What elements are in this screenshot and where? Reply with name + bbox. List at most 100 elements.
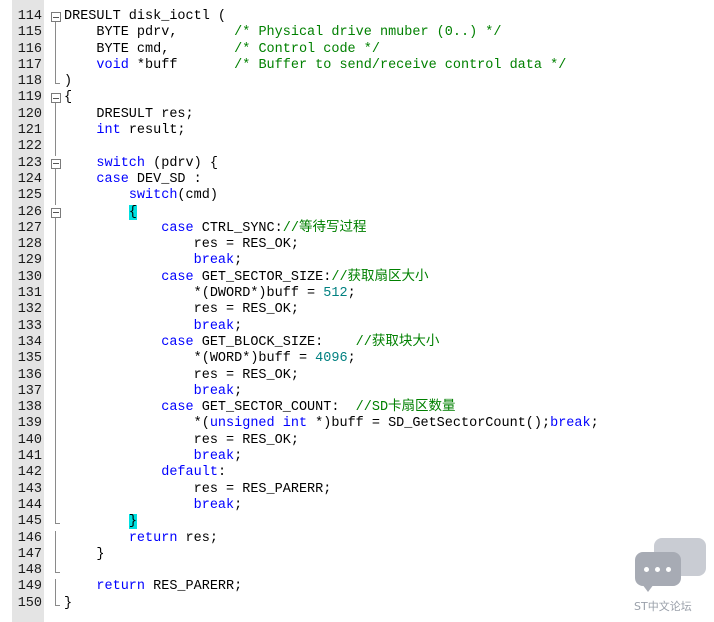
code-line[interactable]: 124 case DEV_SD : <box>12 171 702 189</box>
code-token: *(DWORD*)buff = <box>64 286 324 302</box>
code-text[interactable]: break; <box>64 498 243 514</box>
code-text[interactable]: case GET_SECTOR_COUNT: //SD卡扇区数量 <box>64 400 455 416</box>
code-line[interactable]: 142 default: <box>12 465 702 482</box>
code-text[interactable]: default: <box>64 465 226 481</box>
code-line[interactable]: 145 } <box>12 514 702 530</box>
code-line[interactable]: 148 <box>12 563 702 579</box>
code-line[interactable]: 118) <box>12 74 702 90</box>
code-text[interactable]: case CTRL_SYNC://等待写过程 <box>64 221 366 237</box>
fold-guide <box>50 579 62 596</box>
code-text[interactable]: case DEV_SD : <box>64 171 201 188</box>
code-token: (pdrv) { <box>145 155 218 171</box>
fold-guide <box>50 188 62 205</box>
code-text[interactable]: switch (pdrv) { <box>64 156 218 172</box>
code-keyword: switch <box>128 188 178 204</box>
code-text[interactable]: BYTE pdrv, /* Physical drive nmuber (0..… <box>64 25 501 41</box>
code-text[interactable]: } <box>64 514 137 530</box>
code-line[interactable]: 136 res = RES_OK; <box>12 367 702 384</box>
code-text[interactable]: *(unsigned int *)buff = SD_GetSectorCoun… <box>64 416 599 432</box>
code-line[interactable]: 122 <box>12 139 702 156</box>
code-line[interactable]: 120 DRESULT res; <box>12 106 702 124</box>
fold-end-marker <box>50 595 62 612</box>
code-keyword: case <box>161 334 194 350</box>
code-text[interactable]: case GET_BLOCK_SIZE: //获取块大小 <box>64 335 439 351</box>
line-number: 120 <box>17 106 42 122</box>
code-token: ; <box>347 351 356 367</box>
code-line[interactable]: 147 } <box>12 546 702 564</box>
code-keyword: case <box>96 171 129 187</box>
code-token <box>64 514 129 529</box>
code-text[interactable]: { <box>64 90 72 106</box>
code-text[interactable]: return RES_PARERR; <box>64 579 242 595</box>
code-text[interactable]: res = RES_OK; <box>64 433 299 449</box>
code-line[interactable]: 117 void *buff /* Buffer to send/receive… <box>12 57 702 75</box>
code-text[interactable]: res = RES_OK; <box>64 302 299 318</box>
code-text[interactable]: } <box>64 596 72 612</box>
code-line[interactable]: 138 case GET_SECTOR_COUNT: //SD卡扇区数量 <box>12 400 702 417</box>
code-text[interactable]: int result; <box>64 123 185 139</box>
code-line[interactable]: 119{ <box>12 90 702 107</box>
line-number: 148 <box>17 563 42 579</box>
code-text[interactable]: res = RES_OK; <box>64 237 299 253</box>
code-keyword: default <box>161 465 218 481</box>
code-line[interactable]: 127 case CTRL_SYNC://等待写过程 <box>12 220 702 238</box>
code-line[interactable]: 140 res = RES_OK; <box>12 432 702 450</box>
code-line[interactable]: 115 BYTE pdrv, /* Physical drive nmuber … <box>12 25 702 42</box>
fold-toggle-icon[interactable] <box>50 156 62 172</box>
code-line[interactable]: 125 switch(cmd) <box>12 188 702 205</box>
code-line[interactable]: 149 return RES_PARERR; <box>12 579 702 596</box>
code-line[interactable]: 128 res = RES_OK; <box>12 237 702 254</box>
code-token: CTRL_SYNC: <box>193 220 283 236</box>
code-line[interactable]: 129 break; <box>12 253 702 270</box>
code-line[interactable]: 133 break; <box>12 318 702 335</box>
code-text[interactable]: break; <box>64 384 243 400</box>
code-text[interactable]: *(DWORD*)buff = 512; <box>64 286 356 302</box>
code-line[interactable]: 132 res = RES_OK; <box>12 302 702 319</box>
code-text[interactable]: break; <box>64 449 243 465</box>
code-text[interactable]: } <box>64 547 104 563</box>
code-text[interactable]: *(WORD*)buff = 4096; <box>64 351 356 367</box>
fold-toggle-icon[interactable] <box>50 9 62 26</box>
code-text[interactable]: BYTE cmd, /* Control code */ <box>64 42 380 58</box>
code-line[interactable]: 130 case GET_SECTOR_SIZE://获取扇区大小 <box>12 269 702 287</box>
code-line[interactable]: 123 switch (pdrv) { <box>12 156 702 172</box>
code-line[interactable]: 137 break; <box>12 383 702 401</box>
code-text[interactable]: break; <box>64 319 243 335</box>
code-line[interactable]: 121 int result; <box>12 123 702 140</box>
code-line[interactable]: 131 *(DWORD*)buff = 512; <box>12 286 702 303</box>
code-token: GET_SECTOR_COUNT: <box>193 400 356 416</box>
code-text[interactable]: res = RES_PARERR; <box>64 482 332 498</box>
code-text[interactable]: void *buff /* Buffer to send/receive con… <box>64 58 566 74</box>
code-text[interactable]: res = RES_OK; <box>64 368 299 384</box>
code-line[interactable]: 141 break; <box>12 449 702 466</box>
code-line[interactable]: 143 res = RES_PARERR; <box>12 481 702 498</box>
line-number: 149 <box>17 579 42 595</box>
code-text[interactable]: case GET_SECTOR_SIZE://获取扇区大小 <box>64 269 428 286</box>
code-text[interactable]: DRESULT res; <box>64 107 193 123</box>
code-token: ; <box>347 286 356 302</box>
code-text[interactable]: switch(cmd) <box>64 188 218 204</box>
fold-toggle-icon[interactable] <box>50 90 62 107</box>
code-keyword: case <box>161 269 194 285</box>
fold-toggle-icon[interactable] <box>50 205 62 221</box>
code-line[interactable]: 135 *(WORD*)buff = 4096; <box>12 351 702 368</box>
code-line[interactable]: 139 *(unsigned int *)buff = SD_GetSector… <box>12 416 702 433</box>
line-number: 117 <box>17 57 42 73</box>
code-line[interactable]: 116 BYTE cmd, /* Control code */ <box>12 41 702 58</box>
code-line[interactable]: 134 case GET_BLOCK_SIZE: //获取块大小 <box>12 334 702 352</box>
code-text[interactable]: return res; <box>64 531 218 547</box>
fold-guide <box>50 497 62 515</box>
code-text[interactable]: break; <box>64 253 243 269</box>
code-line[interactable]: 146 return res; <box>12 530 702 547</box>
code-text[interactable]: { <box>64 204 137 221</box>
code-text[interactable]: DRESULT disk_ioctl ( <box>64 9 226 25</box>
code-token <box>64 400 161 415</box>
code-text[interactable]: ) <box>64 74 72 90</box>
code-line[interactable]: 144 break; <box>12 497 702 515</box>
code-token <box>64 58 96 73</box>
code-line[interactable]: 150} <box>12 595 702 612</box>
code-line[interactable]: 126 { <box>12 204 702 221</box>
